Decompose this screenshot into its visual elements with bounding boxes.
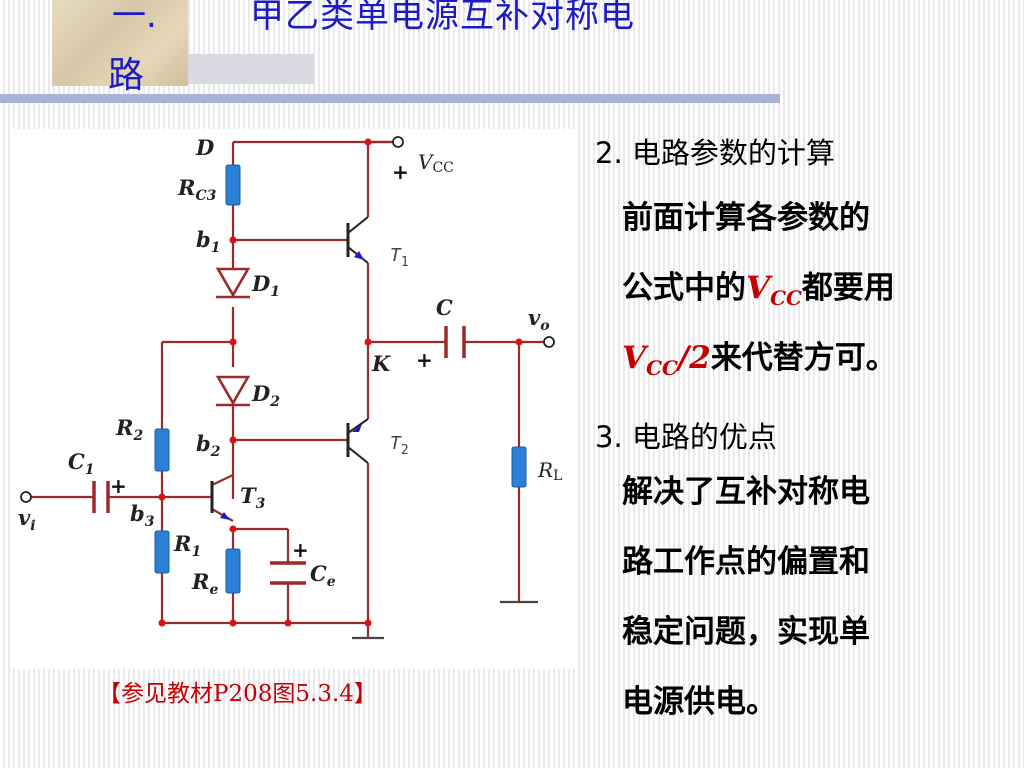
title-band: [188, 54, 314, 84]
label-b2: b2: [196, 431, 221, 460]
diode-d2: [215, 375, 251, 406]
circuit-figure: D RC3 b1 D1 D2 R2 b2 C1 b3 T3 R1 Re Ce v…: [12, 129, 577, 669]
transistor-labels: T1 T2: [390, 245, 409, 458]
label-vi: vi: [18, 505, 36, 534]
circuit-labels-plain: VCC RL: [418, 150, 562, 484]
label-t2: T2: [390, 433, 409, 458]
plus-c1: +: [110, 474, 127, 498]
label-t1: T1: [390, 245, 409, 270]
label-vcc: VCC: [418, 150, 454, 176]
label-ce: Ce: [310, 561, 336, 590]
label-rc3: RC3: [177, 175, 217, 204]
vi-terminal: [20, 491, 32, 503]
label-r2: R2: [115, 415, 143, 444]
section2-line3: VCC/2来代替方可。: [622, 340, 897, 381]
section3-line4: 电源供电。: [622, 684, 777, 720]
resistor-r1: [154, 530, 170, 574]
label-d: D: [195, 135, 215, 160]
label-vo: vo: [528, 305, 550, 334]
label-d2: D2: [251, 381, 280, 410]
label-re: Re: [191, 569, 218, 598]
figure-caption: 【参见教材P208图5.3.4】: [98, 681, 377, 707]
label-b3: b3: [130, 501, 155, 530]
transistor-arrows: [220, 251, 364, 520]
section2-heading: 2. 电路参数的计算: [595, 136, 835, 170]
section3-line3: 稳定问题，实现单: [622, 614, 870, 650]
page-title: 甲乙类单电源互补对称电: [250, 0, 635, 36]
vcc-terminal: [392, 136, 404, 148]
t2-emitter-arrow: [352, 424, 362, 432]
resistor-re: [225, 548, 241, 594]
diode-d1: [215, 267, 251, 298]
polarity-signs: + + + +: [110, 160, 433, 562]
plus-c: +: [416, 348, 433, 372]
title-rule: [0, 94, 780, 103]
t3-emitter-arrow: [220, 512, 230, 520]
diodes: [215, 267, 251, 407]
section3-line2: 路工作点的偏置和: [622, 544, 870, 580]
label-rl: RL: [537, 458, 562, 484]
label-b1: b1: [196, 227, 220, 256]
junction-nodes: [158, 138, 523, 627]
t1-emitter-arrow: [354, 251, 364, 260]
plus-vcc: +: [392, 160, 409, 184]
terminals: [20, 136, 555, 503]
title-texture: [52, 0, 188, 86]
resistor-rl: [511, 446, 527, 488]
circuit-labels: D RC3 b1 D1 D2 R2 b2 C1 b3 T3 R1 Re Ce v…: [18, 135, 550, 598]
circuit-diagram: D RC3 b1 D1 D2 R2 b2 C1 b3 T3 R1 Re Ce v…: [18, 135, 562, 640]
transistors: [210, 216, 369, 513]
label-k: K: [371, 351, 391, 376]
label-c: C: [436, 295, 453, 320]
resistor-r2: [154, 428, 170, 472]
resistor-rc3: [225, 164, 241, 206]
title-prefix: 一.: [112, 0, 157, 36]
resistors: [154, 164, 527, 594]
label-c1: C1: [68, 449, 94, 478]
page-title-wrap: 路: [108, 55, 145, 96]
section3-line1: 解决了互补对称电: [622, 474, 870, 510]
vo-terminal: [543, 336, 555, 348]
label-d1: D1: [251, 271, 280, 300]
capacitors: [92, 326, 466, 585]
section2-line2: 公式中的VCC都要用: [622, 270, 895, 311]
section2-line1: 前面计算各参数的: [622, 200, 870, 236]
plus-ce: +: [292, 538, 309, 562]
label-r1: R1: [173, 531, 201, 560]
label-t3: T3: [240, 483, 266, 512]
section3-heading: 3. 电路的优点: [595, 420, 777, 454]
